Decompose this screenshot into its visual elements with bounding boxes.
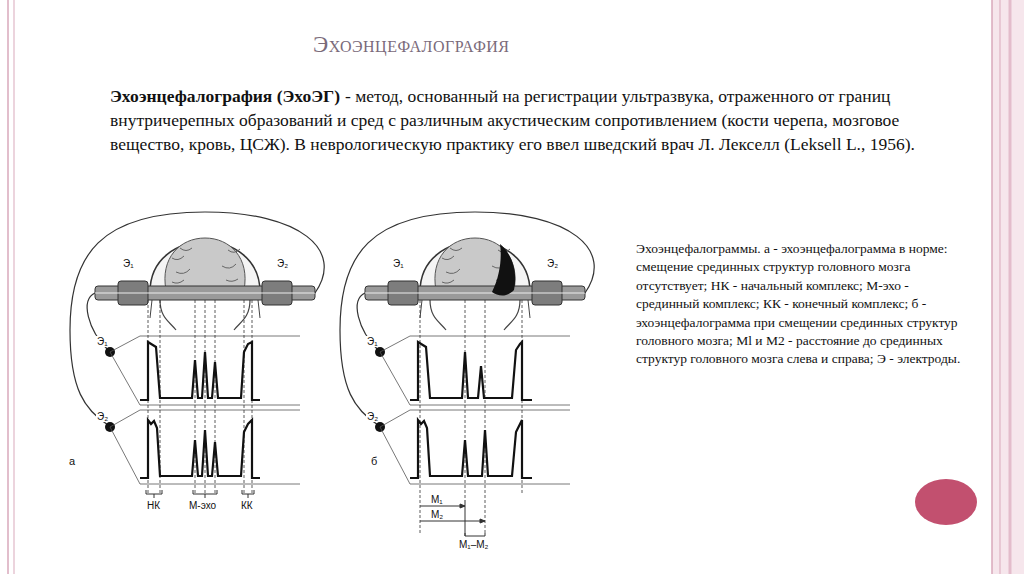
- electrode-label: Э₂: [96, 411, 109, 422]
- definition-paragraph: Эхоэнцефалография (ЭхоЭГ)- метод, основа…: [110, 84, 920, 156]
- complex-label: КК: [240, 500, 254, 511]
- distance-label: М₁–М₂: [458, 539, 489, 550]
- distance-label: М₁: [430, 494, 444, 505]
- electrode-label: Э₂: [546, 258, 559, 269]
- electrode-label: Э₁: [366, 336, 379, 347]
- distance-label: М₂: [430, 509, 444, 520]
- electrode-label: Э₁: [122, 258, 135, 269]
- panel-letter: а: [68, 456, 76, 467]
- complex-label: НК: [146, 500, 161, 511]
- electrode-label: Э₂: [276, 258, 289, 269]
- complex-label: М-эхо: [188, 500, 217, 511]
- electrode-label: Э₁: [96, 336, 109, 347]
- panel-letter: б: [370, 456, 378, 467]
- figure-caption: Эхоэнцефалограммы. а - эхоэнцефалограмма…: [636, 240, 966, 369]
- slide-title: Эхоэнцефалография: [313, 32, 510, 58]
- electrode-label: Э₂: [366, 411, 379, 422]
- electrode-label: Э₁: [392, 258, 405, 269]
- term: Эхоэнцефалография (ЭхоЭГ): [110, 86, 340, 106]
